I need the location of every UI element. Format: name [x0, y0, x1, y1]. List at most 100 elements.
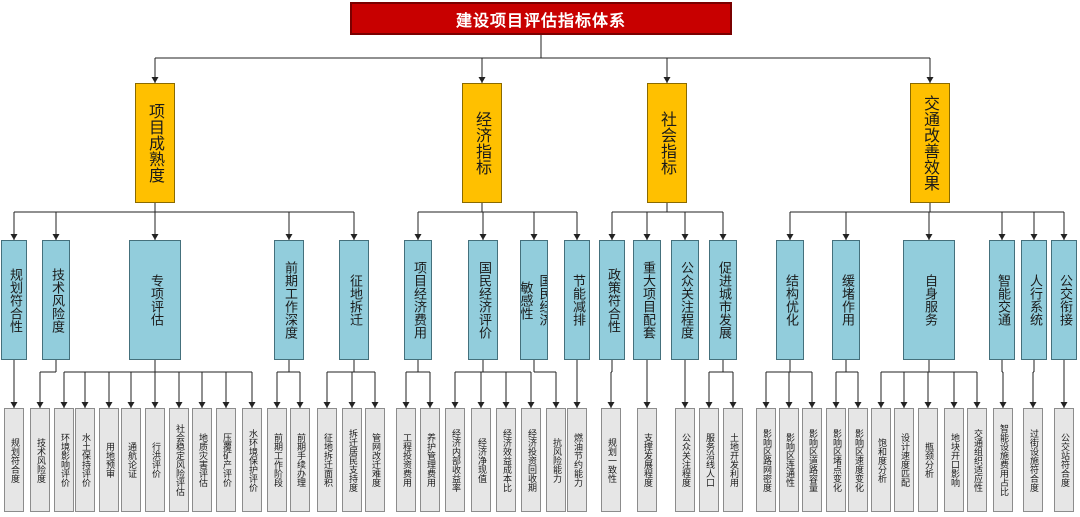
- category-label: 经济指标: [473, 111, 492, 175]
- level2-drop-line-arrowhead: [681, 234, 689, 240]
- leaf-indicator-box: 交通组织适应性: [967, 408, 987, 512]
- sub-indicator-label: 项目经济费用: [411, 261, 426, 339]
- level3-drop-line-arrowhead: [348, 402, 356, 408]
- sub-indicator-label-wrap: 促进城市发展: [714, 261, 732, 339]
- level3-drop-line-arrowhead: [1060, 402, 1068, 408]
- leaf-indicator-label-wrap: 用地预审: [103, 442, 115, 478]
- sub-indicator-label-wrap: 国民经济评价: [474, 261, 492, 339]
- leaf-indicator-box: 影响区堵点变化: [826, 408, 846, 512]
- leaf-indicator-label: 前期工作阶段: [272, 433, 282, 487]
- level3-drop-line-arrowhead: [643, 402, 651, 408]
- leaf-indicator-label-wrap: 经济投资回收期: [525, 429, 537, 492]
- level3-drop-line-arrowhead: [924, 402, 932, 408]
- level3-drop-line-arrowhead: [877, 402, 885, 408]
- level3-drop-line-arrowhead: [950, 402, 958, 408]
- leaf-indicator-label-wrap: 社会稳定风险评估: [173, 424, 185, 496]
- sub-indicator-label: 国民经济评价: [476, 261, 491, 339]
- leaf-indicator-label: 设计速度匹配: [899, 433, 909, 487]
- category-label-wrap: 项目成熟度: [144, 103, 166, 183]
- leaf-indicator-label-wrap: 技术风险度: [34, 438, 46, 483]
- leaf-indicator-label: 经济投资回收期: [526, 428, 536, 492]
- leaf-indicator-label: 经济效益成本比: [501, 428, 511, 492]
- level2-drop-line-arrowhead: [151, 234, 159, 240]
- leaf-indicator-label-wrap: 过街设施符合度: [1027, 429, 1039, 492]
- leaf-indicator-box: 社会稳定风险评估: [169, 408, 189, 512]
- leaf-indicator-label: 影响区堵点变化: [831, 428, 841, 492]
- sub-indicator-label-wrap: 人行系统: [1025, 274, 1043, 326]
- leaf-indicator-box: 抗风险能力: [546, 408, 566, 512]
- sub-indicator-box: 结构优化: [776, 240, 804, 360]
- level3-drop-line-arrowhead: [402, 402, 410, 408]
- sub-indicator-box: 专项评估: [129, 240, 181, 360]
- leaf-indicator-box: 环境影响评价: [54, 408, 74, 512]
- leaf-indicator-label: 抗风险能力: [551, 437, 561, 483]
- leaf-indicator-label: 地质灾害评估: [197, 433, 207, 487]
- level2-drop-line-arrowhead: [530, 234, 538, 240]
- sub-indicator-label-wrap: 国民经济敏感性: [521, 274, 547, 326]
- sub-indicator-box: 规划符合性: [1, 240, 27, 360]
- leaf-indicator-label: 过街设施符合度: [1028, 428, 1038, 492]
- leaf-indicator-label: 前期手续办理: [295, 433, 305, 487]
- leaf-indicator-label-wrap: 规划符合度: [8, 438, 20, 483]
- leaf-indicator-label-wrap: 经济净现值: [475, 438, 487, 483]
- level2-drop-line-arrowhead: [925, 234, 933, 240]
- leaf-indicator-box: 前期手续办理: [290, 408, 310, 512]
- level2-drop-line-arrowhead: [414, 234, 422, 240]
- leaf-indicator-box: 工程投资费用: [396, 408, 416, 512]
- level3-drop-line-arrowhead: [36, 402, 44, 408]
- level3-drop-line-arrowhead: [248, 402, 256, 408]
- leaf-indicator-box: 燃油节约能力: [567, 408, 587, 512]
- level3-drop-line-arrowhead: [552, 402, 560, 408]
- sub-indicator-label: 结构优化: [783, 274, 798, 326]
- sub-indicator-label-wrap: 重大项目配套: [638, 261, 656, 339]
- leaf-indicator-label-wrap: 压覆矿产评价: [220, 433, 232, 487]
- leaf-indicator-box: 前期工作阶段: [267, 408, 287, 512]
- leaf-indicator-box: 支撑发展程度: [637, 408, 657, 512]
- leaf-indicator-box: 经济内部收益率: [445, 408, 465, 512]
- leaf-indicator-label-wrap: 地块开口影响: [948, 433, 960, 487]
- leaf-indicator-label: 土地开发利用: [728, 433, 738, 487]
- leaf-indicator-box: 行洪评价: [145, 408, 165, 512]
- leaf-indicator-label: 规划符合度: [9, 437, 19, 483]
- level1-drop-line-arrowhead: [478, 77, 486, 83]
- leaf-indicator-label-wrap: 地质灾害评估: [196, 433, 208, 487]
- leaf-indicator-box: 通航论证: [121, 408, 141, 512]
- category-box: 交通改善效果: [910, 83, 950, 203]
- level3-drop-line-arrowhead: [151, 402, 159, 408]
- leaf-indicator-label-wrap: 规划一致性: [605, 438, 617, 483]
- sub-indicator-label-wrap: 公众关注程度: [676, 261, 694, 339]
- sub-indicator-label-wrap: 智能交通: [993, 274, 1011, 326]
- leaf-indicator-box: 地质灾害评估: [192, 408, 212, 512]
- leaf-indicator-label: 社会稳定风险评估: [174, 424, 184, 496]
- level2-drop-line-arrowhead: [643, 234, 651, 240]
- leaf-indicator-label-wrap: 服务沿线人口: [703, 433, 715, 487]
- leaf-indicator-label: 环境影响评价: [59, 433, 69, 487]
- leaf-indicator-box: 影响区连通性: [779, 408, 799, 512]
- leaf-indicator-box: 公交站符合度: [1054, 408, 1074, 512]
- level3-drop-line-arrowhead: [222, 402, 230, 408]
- category-box: 项目成熟度: [135, 83, 175, 203]
- level3-drop-line-arrowhead: [1029, 402, 1037, 408]
- sub-indicator-label-wrap: 节能减排: [568, 274, 586, 326]
- sub-indicator-box: 国民经济敏感性: [520, 240, 548, 360]
- sub-indicator-label: 智能交通: [995, 274, 1010, 326]
- level3-drop-line-arrowhead: [477, 402, 485, 408]
- sub-indicator-label: 节能减排: [570, 274, 585, 326]
- sub-indicator-label: 政策符合性: [605, 267, 620, 333]
- sub-indicator-box: 节能减排: [564, 240, 590, 360]
- sub-indicator-box: 征地拆迁: [339, 240, 369, 360]
- sub-indicator-box: 智能交通: [989, 240, 1015, 360]
- leaf-indicator-label: 支撑发展程度: [642, 433, 652, 487]
- root-title-box: 建设项目评估指标体系: [350, 2, 732, 35]
- category-label: 社会指标: [658, 111, 677, 175]
- leaf-indicator-label-wrap: 公众关注程度: [679, 433, 691, 487]
- level3-drop-line-arrowhead: [502, 402, 510, 408]
- leaf-indicator-label-wrap: 设计速度匹配: [898, 433, 910, 487]
- leaf-indicator-label: 地块开口影响: [949, 433, 959, 487]
- leaf-indicator-label: 智能设施费用占比: [998, 424, 1008, 496]
- level2-drop-line-arrowhead: [1030, 234, 1038, 240]
- category-box: 社会指标: [647, 83, 687, 203]
- category-label: 项目成熟度: [146, 103, 165, 183]
- sub-indicator-label: 公交衔接: [1057, 274, 1072, 326]
